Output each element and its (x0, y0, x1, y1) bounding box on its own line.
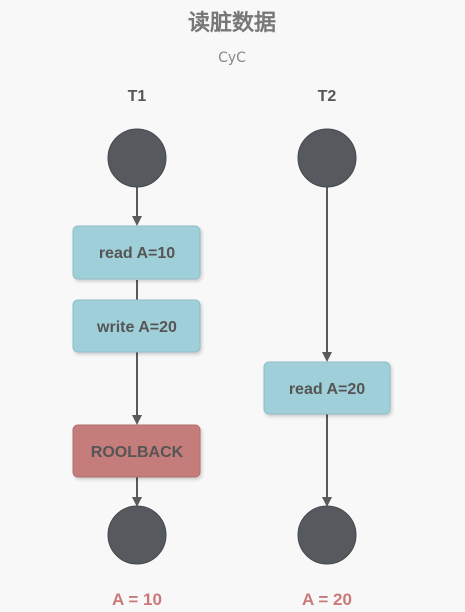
t1-step-read: read A=10 (72, 225, 201, 280)
author-label: CyC (218, 50, 246, 66)
t1-step-write-label: write A=20 (96, 319, 177, 336)
t1-step-rollback: ROOLBACK (72, 424, 201, 478)
t2-result: A = 20 (302, 590, 352, 609)
t2-start-node (297, 128, 357, 188)
t1-end-node (107, 505, 167, 565)
diagram-title: 读脏数据 (188, 10, 276, 36)
t1-step-read-label: read A=10 (99, 245, 175, 262)
lane-label-t1: T1 (128, 88, 147, 105)
t1-result: A = 10 (112, 590, 162, 609)
t2-end-node (297, 505, 357, 565)
t1-step-write: write A=20 (72, 299, 201, 353)
t1-start-node (107, 128, 167, 188)
t2-step-read: read A=20 (263, 361, 391, 415)
lane-label-t2: T2 (318, 88, 337, 105)
t1-step-rollback-label: ROOLBACK (91, 444, 184, 461)
t2-step-read-label: read A=20 (289, 381, 365, 398)
